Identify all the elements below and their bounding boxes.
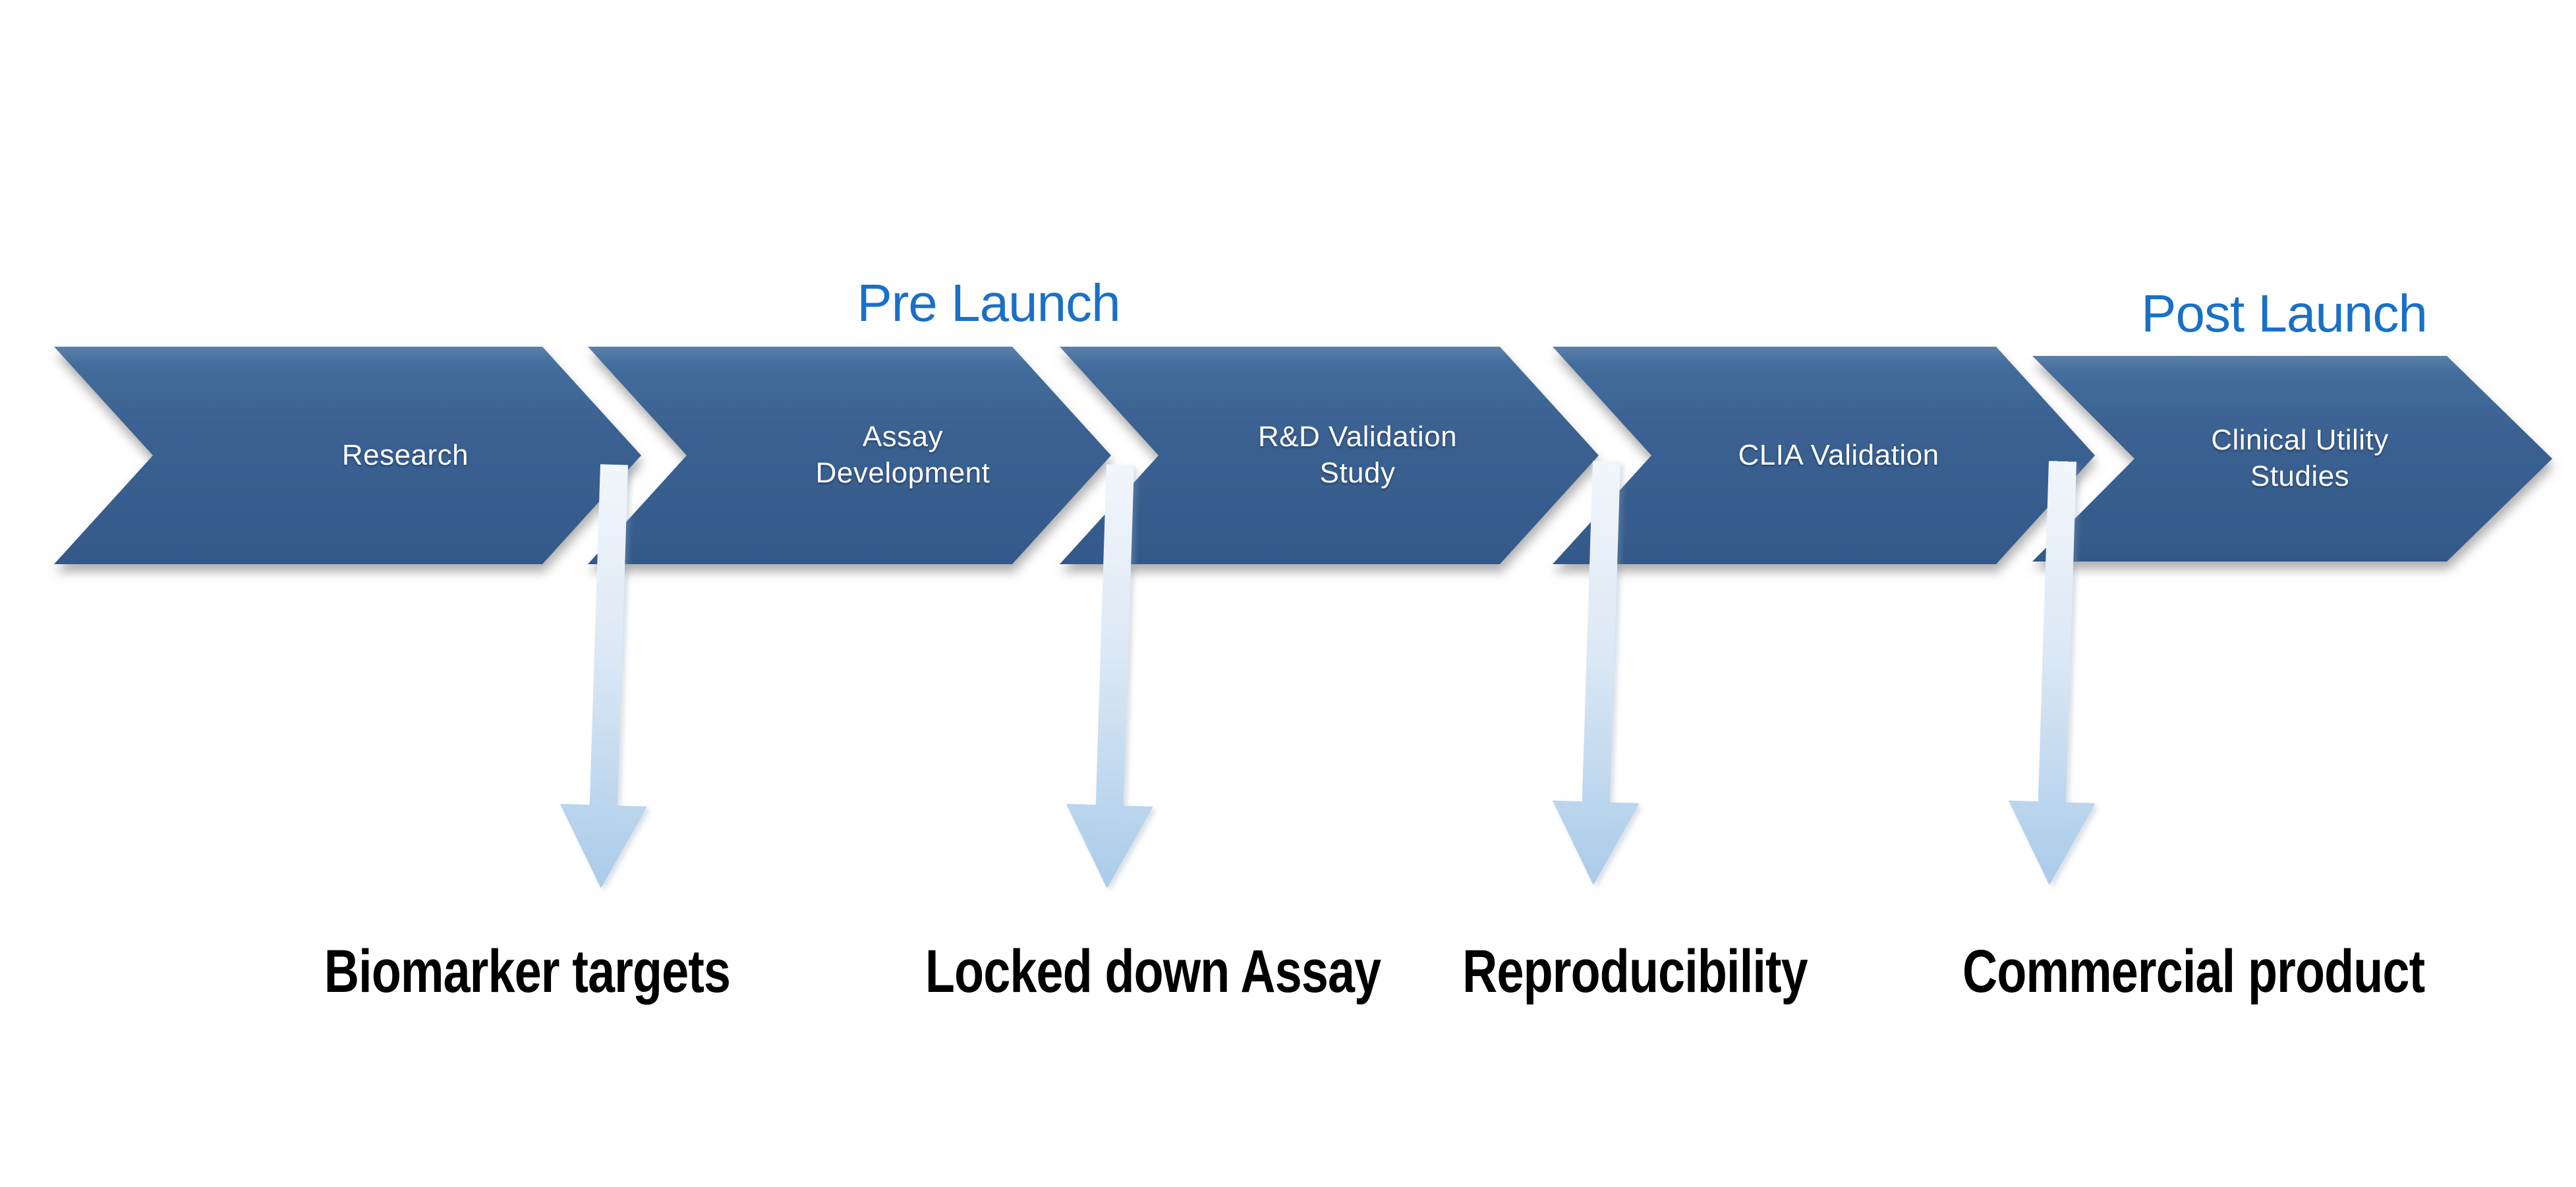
chevron-clinical-utility-studies: [2032, 356, 2552, 562]
down-arrow-commercial-product: [2008, 461, 2096, 885]
chevron-research: [54, 347, 641, 564]
down-arrow-biomarker-targets: [559, 464, 647, 888]
chevron-assay-development: [588, 347, 1111, 564]
phase-label-post-launch: Post Launch: [2141, 284, 2428, 343]
phase-label-pre-launch: Pre Launch: [857, 274, 1120, 332]
down-arrow-reproducibility: [1552, 461, 1640, 885]
deliverable-locked-down-assay: Locked down Assay: [925, 938, 1381, 1005]
chevron-clia-validation: [1553, 347, 2095, 564]
deliverable-biomarker-targets: Biomarker targets: [324, 938, 731, 1005]
stage-label-clinical-utility-studies: Clinical Utility Studies: [2211, 424, 2389, 492]
down-arrow-locked-down-assay: [1066, 464, 1153, 888]
stage-label-research: Research: [341, 438, 469, 471]
deliverable-commercial-product: Commercial product: [1962, 938, 2425, 1005]
stage-label-rd-validation-study: R&D Validation Study: [1257, 420, 1458, 489]
deliverable-reproducibility: Reproducibility: [1462, 938, 1808, 1005]
stage-label-assay-development: Assay Development: [815, 420, 990, 489]
stage-label-clia-validation: CLIA Validation: [1738, 438, 1939, 471]
chevron-rd-validation-study: [1060, 347, 1599, 564]
